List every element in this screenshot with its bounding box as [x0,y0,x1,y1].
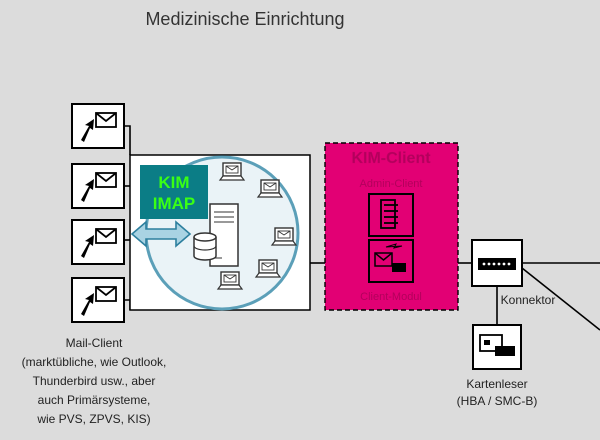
page-title: Medizinische Einrichtung [145,9,344,29]
admin-client-label: Admin-Client [360,178,423,190]
mail-client-icon-3 [71,219,125,265]
admin-client-icon [368,193,414,237]
mail-client-label-4: auch Primärsysteme, [38,393,151,407]
mail-client-label-3: Thunderbird usw., aber [33,374,156,388]
mail-client-label-1: Mail-Client [66,336,123,350]
kim-imap-line2: IMAP [153,194,196,213]
mail-client-icon-1 [71,103,125,149]
client-module-icon [368,239,414,283]
kim-client-title: KIM-Client [351,150,431,167]
mail-client-icon-4 [71,277,125,323]
kim-imap-line1: KIM [158,173,189,192]
connector-device-icon [471,239,523,287]
double-arrow-icon [130,220,192,248]
laptop-mail-icon-1 [219,162,245,181]
client-module-label: Client-Modul [360,291,422,303]
database-icon [193,232,217,261]
mail-client-icon-2 [71,163,125,209]
mail-client-label-2: (marktübliche, wie Outlook, [22,355,167,369]
card-reader-label-1: Kartenleser [466,377,527,391]
card-reader-label-2: (HBA / SMC-B) [457,394,538,408]
mail-client-label-5: wie PVS, ZPVS, KIS) [36,412,150,426]
card-reader-icon [472,324,522,370]
connector-label: Konnektor [501,293,556,307]
laptop-mail-icon-4 [255,259,281,278]
laptop-mail-icon-3 [271,227,297,246]
laptop-mail-icon-2 [257,179,283,198]
kim-imap-box [140,165,208,219]
laptop-mail-icon-5 [217,271,243,290]
